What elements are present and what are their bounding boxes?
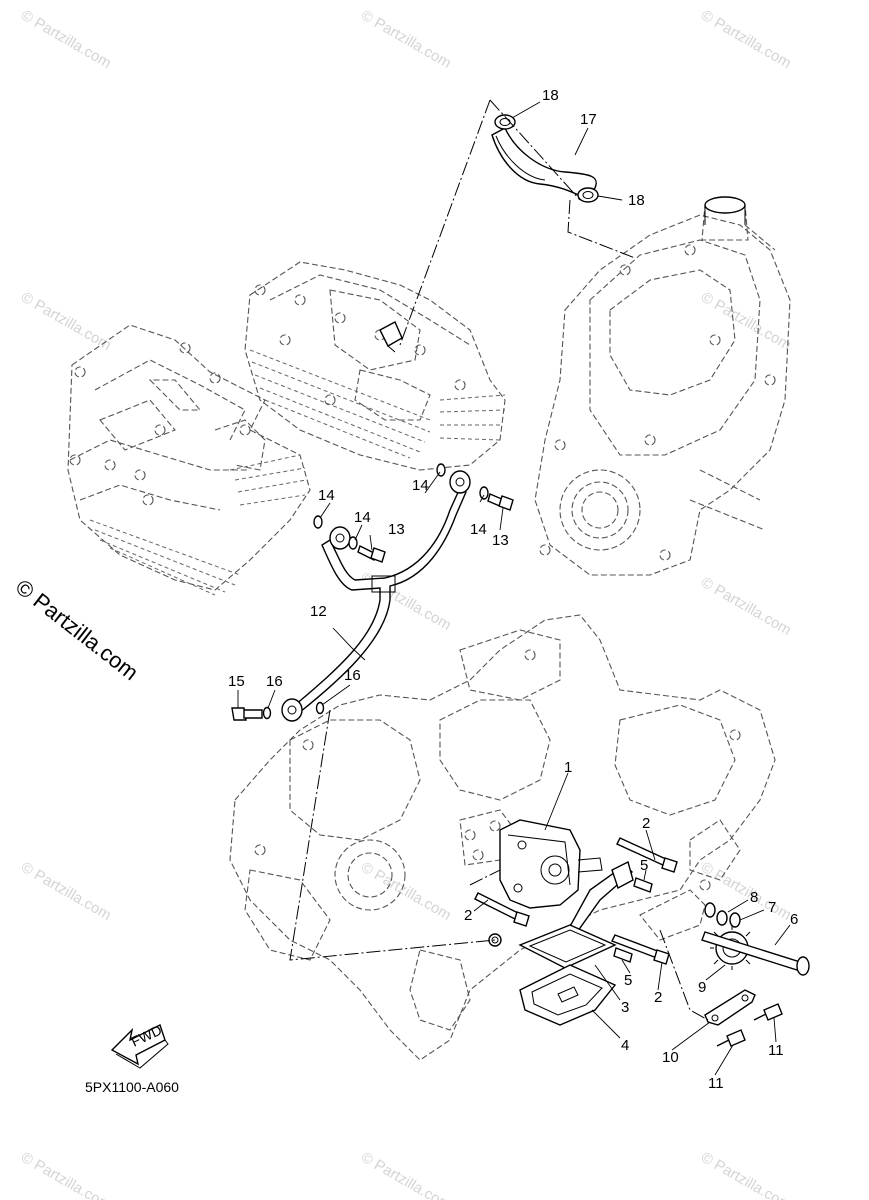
watermark-large: © Partzilla.com (11, 574, 143, 685)
callout-18: 18 (628, 192, 645, 209)
callout-14: 14 (318, 487, 335, 504)
watermark: © Partzilla.com (358, 859, 454, 924)
watermark: © Partzilla.com (698, 574, 794, 639)
oil-delivery-pipe (281, 470, 471, 722)
oil-strainer (518, 924, 617, 969)
callout-4: 4 (621, 1037, 629, 1054)
crankcase (229, 614, 776, 1061)
leader-lines (237, 101, 791, 1076)
callout-13: 13 (388, 521, 405, 538)
oil-pump-assembly (499, 819, 603, 909)
guide-plate-bolt (753, 1003, 783, 1021)
callout-2: 2 (642, 815, 650, 832)
callout-14: 14 (470, 521, 487, 538)
copper-washer-lower (315, 701, 325, 715)
callout-8: 8 (750, 889, 758, 906)
oil-pump-pipe (567, 860, 634, 936)
fwd-arrow-icon: FWD (110, 1022, 169, 1069)
guide-plate-bolt (716, 1029, 746, 1047)
union-bolt (487, 493, 514, 511)
drive-shaft (701, 931, 810, 976)
callout-15: 15 (228, 673, 245, 690)
watermark: © Partzilla.com (358, 7, 454, 72)
callout-1: 1 (564, 759, 572, 776)
pipe-routing-line (289, 709, 496, 961)
callout-7: 7 (768, 899, 776, 916)
callout-3: 3 (621, 999, 629, 1016)
watermark: © Partzilla.com (698, 7, 794, 72)
callout-12: 12 (310, 603, 327, 620)
o-ring (704, 902, 716, 918)
callout-18: 18 (542, 87, 559, 104)
strainer-gasket (519, 964, 617, 1026)
callout-14: 14 (354, 509, 371, 526)
watermark: © Partzilla.com (18, 7, 114, 72)
callout-13: 13 (492, 532, 509, 549)
hose-routing-line (399, 99, 491, 346)
callout-10: 10 (662, 1049, 679, 1066)
callout-6: 6 (790, 911, 798, 928)
callout-11: 11 (708, 1075, 724, 1092)
union-bolt-lower (231, 707, 263, 721)
rear-cylinder-head (67, 324, 311, 596)
callout-numbers: 1 2 2 2 3 4 5 5 6 7 8 9 10 11 11 12 13 1… (228, 87, 798, 1092)
pump-bolt (616, 837, 678, 873)
callout-2: 2 (654, 989, 662, 1006)
diagram-code: 5PX1100-A060 (85, 1079, 179, 1095)
o-ring (729, 912, 741, 928)
chain-guide-plate (704, 989, 756, 1026)
watermark: © Partzilla.com (18, 859, 114, 924)
callout-5: 5 (624, 972, 632, 989)
watermark: © Partzilla.com (18, 289, 114, 354)
hose-clamp-upper (494, 114, 516, 130)
watermark: © Partzilla.com (698, 1149, 794, 1200)
watermark: © Partzilla.com (358, 1149, 454, 1200)
hose-routing-line (567, 199, 636, 259)
callout-14: 14 (412, 477, 429, 494)
dowel-pin (613, 947, 633, 963)
callout-17: 17 (580, 111, 597, 128)
o-ring (716, 910, 728, 926)
copper-washer (479, 486, 489, 500)
breather-hose (491, 127, 597, 199)
crankcase-cover (534, 196, 791, 576)
union-bolt (357, 545, 386, 563)
pump-bolt (474, 892, 530, 927)
callout-16: 16 (266, 673, 283, 690)
hose-clamp-lower (577, 187, 599, 203)
pump-bolt (611, 934, 670, 965)
watermark: © Partzilla.com (18, 1149, 114, 1200)
callout-9: 9 (698, 979, 706, 996)
watermark-grid: © Partzilla.com © Partzilla.com © Partzi… (18, 7, 794, 1200)
callout-5: 5 (640, 857, 648, 874)
callout-2: 2 (464, 907, 472, 924)
hose-routing-line (489, 99, 581, 201)
front-cylinder-head (244, 261, 506, 471)
copper-washer (313, 515, 323, 529)
dowel-pin (633, 877, 653, 893)
callout-16: 16 (344, 667, 361, 684)
copper-washer-lower (262, 706, 272, 720)
callout-11: 11 (768, 1042, 784, 1059)
drive-routing-line (659, 929, 709, 1021)
